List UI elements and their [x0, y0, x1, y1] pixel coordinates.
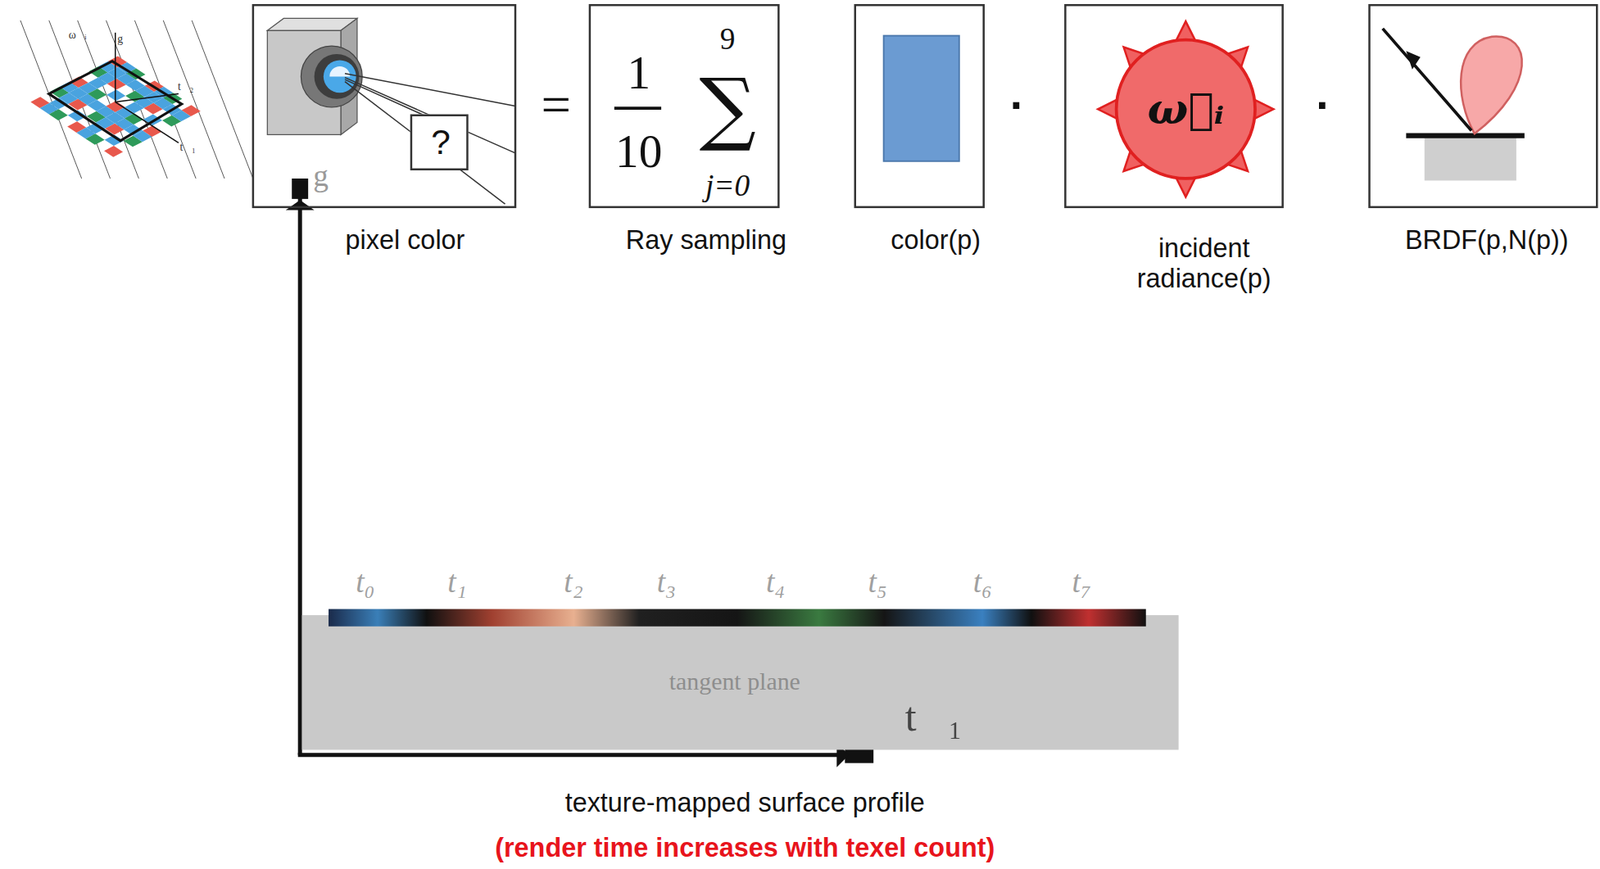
- label: t₄: [766, 564, 785, 599]
- node-text: j=0: [705, 167, 750, 202]
- label: t₀: [355, 564, 375, 599]
- node-text: incident radiance(p): [1096, 234, 1312, 293]
- label: texture-mapped surface profile: [565, 788, 925, 818]
- label: ·: [1010, 80, 1025, 130]
- brdf-box: BRDF(p,N(p)): [1368, 4, 1598, 209]
- label: t⃗₂: [177, 79, 194, 92]
- label: g⃗: [312, 158, 353, 193]
- label: (render time increases with texel count): [494, 833, 995, 863]
- texel-tile: [87, 88, 107, 100]
- node-text: ω⃗ᵢ: [1146, 86, 1224, 134]
- label: t₁: [447, 564, 467, 599]
- node-text: Ray sampling: [625, 225, 787, 255]
- fraction-bar: [614, 106, 662, 110]
- t2-arrow: [115, 94, 179, 103]
- texel-tile: [142, 125, 162, 137]
- tangent-plane-sketch: [20, 20, 254, 179]
- sun-disc: [1116, 40, 1256, 179]
- node-text: 10: [615, 126, 662, 178]
- color-swatch: [883, 36, 960, 162]
- node-text: BRDF(p,N(p)): [1405, 225, 1569, 255]
- texel-tile: [181, 104, 201, 117]
- normal-arrow: [114, 32, 116, 103]
- color-box: color(p): [854, 4, 985, 209]
- label: ω⃗ᵢ: [68, 28, 87, 41]
- label: t⃗₁: [180, 140, 196, 154]
- texel-tile: [126, 67, 146, 80]
- sketch-stroke: [20, 20, 82, 179]
- sun-circle: ω⃗ᵢ: [1098, 22, 1273, 196]
- label: t₅: [867, 564, 887, 599]
- sum-box: 110∑9j=0Ray sampling: [589, 4, 780, 209]
- node-text: pixel color: [345, 225, 466, 255]
- t1-arrow: [115, 102, 179, 144]
- label: t₆: [973, 564, 993, 599]
- label: t₂: [563, 564, 583, 599]
- sketch-stroke: [134, 20, 196, 179]
- brdf-icon: [1382, 28, 1525, 182]
- node-text: 9: [720, 22, 736, 56]
- label: g⃗: [117, 32, 132, 46]
- camera-icon: [267, 18, 516, 204]
- query-box: ?: [410, 114, 469, 172]
- texel-tile: [86, 133, 105, 146]
- node-text: t⃗₁: [905, 694, 963, 740]
- label: ·: [1315, 80, 1331, 130]
- texel-tile: [106, 90, 126, 102]
- label: =: [541, 76, 572, 135]
- sketch-stroke: [191, 20, 254, 179]
- sketch-stroke: [77, 20, 140, 179]
- node-text: ?: [430, 123, 451, 163]
- label: t₃: [657, 564, 676, 599]
- pixel-box: pixel color?: [252, 4, 517, 209]
- texel-tile: [104, 145, 123, 158]
- node-text: tangent plane: [669, 668, 801, 696]
- node-text: color(p): [890, 225, 981, 255]
- radiance-box: incident radiance(p)ω⃗ᵢ: [1064, 4, 1284, 209]
- tangent-plane-band: tangent plane t⃗₁: [302, 615, 1179, 750]
- texel-tile: [49, 108, 68, 121]
- node-text: 1: [626, 47, 651, 100]
- node-text: ∑: [698, 64, 756, 153]
- label: t₇: [1072, 564, 1092, 599]
